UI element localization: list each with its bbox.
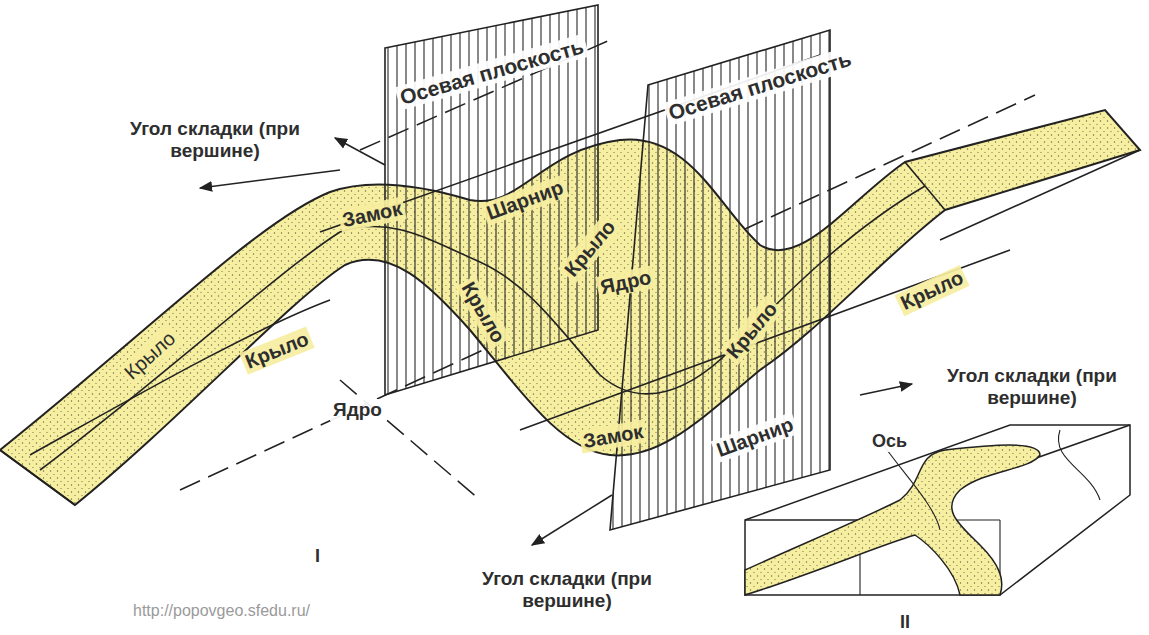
axis-label: Ось	[869, 431, 910, 452]
figure-number: I	[312, 546, 323, 567]
watermark-url: http://popovgeo.sfedu.ru/	[130, 602, 313, 620]
core-label: Ядро	[330, 399, 385, 421]
fold-angle-label: Угол складки (при вершине)	[127, 118, 303, 162]
limb-label: Крыло	[895, 265, 970, 316]
fold-angle-label: Угол складки (при вершине)	[479, 568, 655, 612]
fold-angle-label: Угол складки (при вершине)	[944, 365, 1120, 409]
figure-number: II	[897, 612, 913, 633]
